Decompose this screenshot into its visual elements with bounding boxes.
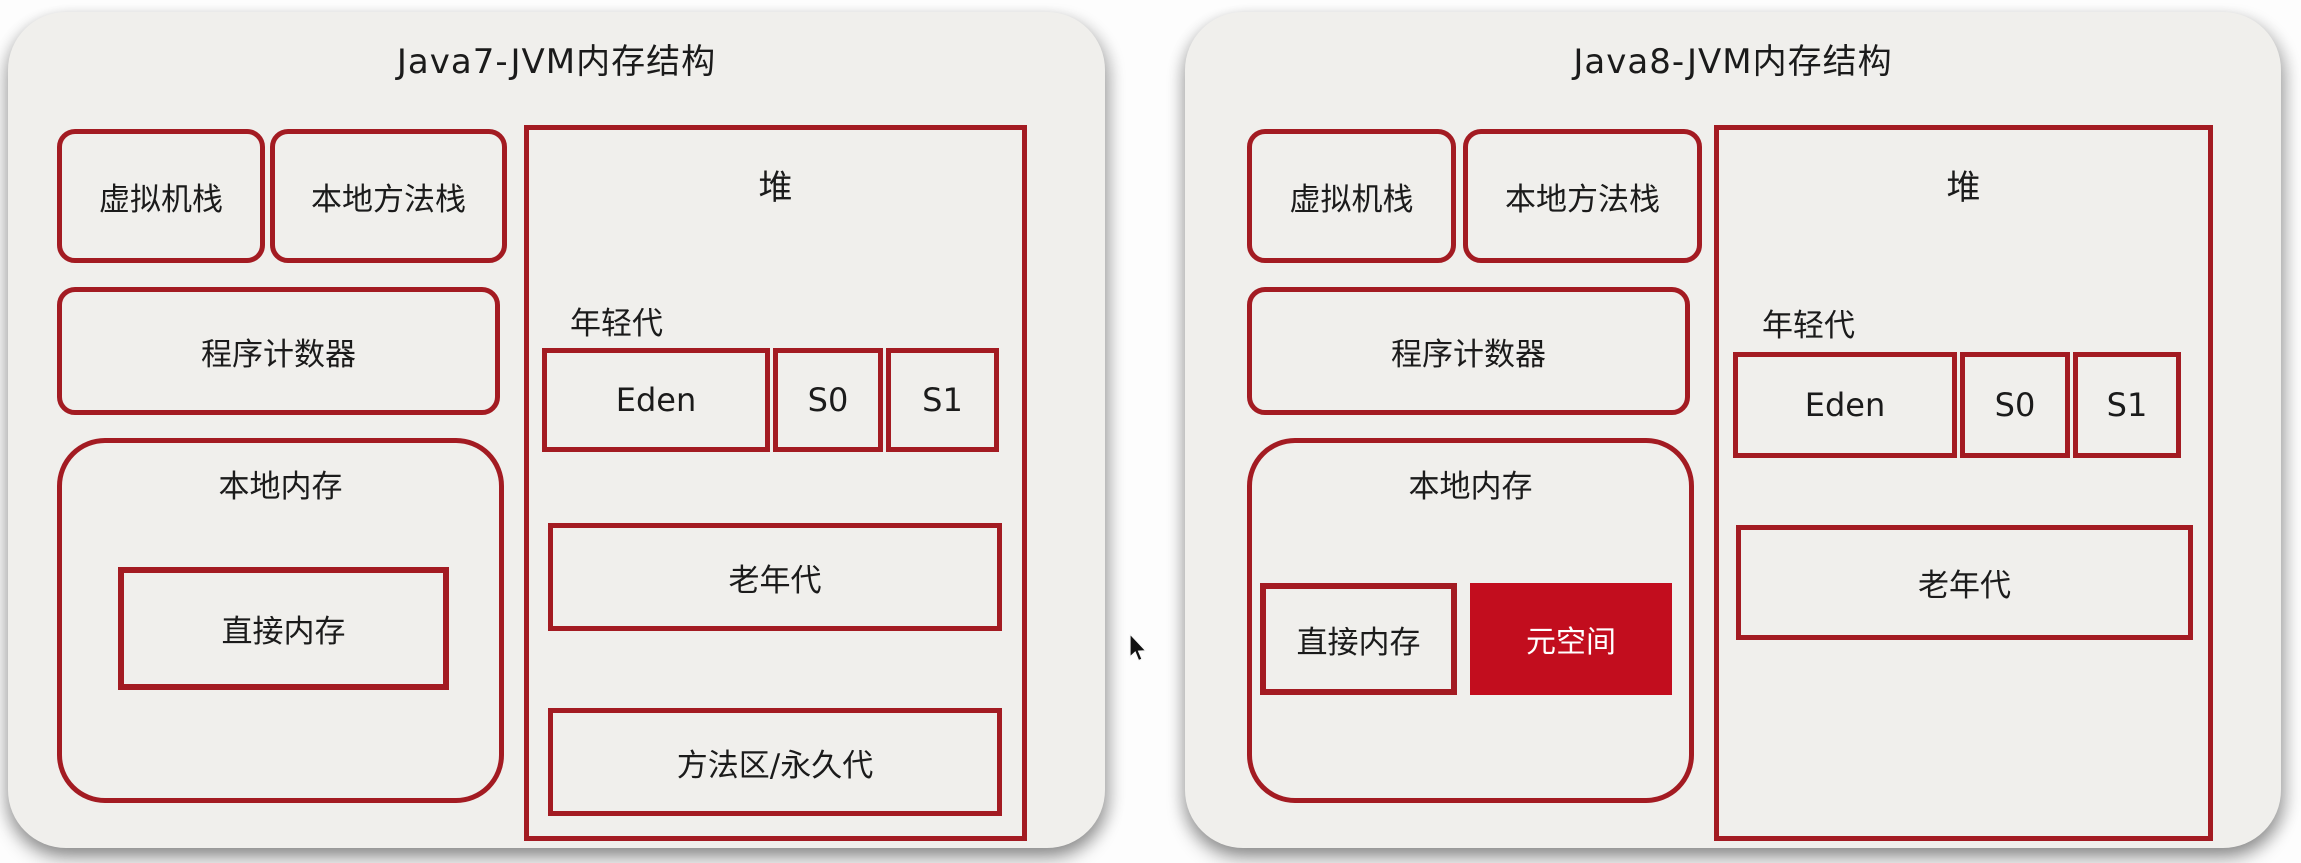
young-gen-row: Eden S0 S1 <box>542 348 999 452</box>
eden-box: Eden <box>1733 352 1957 458</box>
native-memory-box: 本地内存 直接内存 <box>57 438 504 803</box>
native-memory-label: 本地内存 <box>218 469 343 505</box>
native-method-stack-box: 本地方法栈 <box>1463 129 1702 263</box>
s1-box: S1 <box>886 348 999 452</box>
s0-box: S0 <box>773 348 883 452</box>
native-method-stack-box: 本地方法栈 <box>270 129 507 263</box>
panel-title: Java8-JVM内存结构 <box>1573 42 1893 82</box>
vm-stack-box: 虚拟机栈 <box>57 129 265 263</box>
mouse-cursor <box>1129 634 1148 662</box>
s1-box: S1 <box>2073 352 2181 458</box>
young-gen-label: 年轻代 <box>570 306 663 342</box>
old-gen-box: 老年代 <box>1736 525 2193 640</box>
program-counter-box: 程序计数器 <box>1247 287 1690 415</box>
heap-label: 堆 <box>758 168 793 208</box>
heap-box: 堆 年轻代 Eden S0 S1 老年代 方法区/永久代 <box>524 125 1027 841</box>
old-gen-box: 老年代 <box>548 523 1002 631</box>
direct-memory-box: 直接内存 <box>118 567 449 690</box>
program-counter-box: 程序计数器 <box>57 287 500 415</box>
vm-stack-box: 虚拟机栈 <box>1247 129 1456 263</box>
metaspace-box: 元空间 <box>1470 583 1672 695</box>
panel-title: Java7-JVM内存结构 <box>396 42 717 82</box>
perm-gen-box: 方法区/永久代 <box>548 708 1002 816</box>
eden-box: Eden <box>542 348 770 452</box>
direct-memory-box: 直接内存 <box>1260 583 1457 695</box>
native-memory-label: 本地内存 <box>1408 469 1533 505</box>
s0-box: S0 <box>1960 352 2070 458</box>
heap-box: 堆 年轻代 Eden S0 S1 老年代 <box>1714 125 2213 841</box>
heap-label: 堆 <box>1946 168 1981 208</box>
panel-java7: Java7-JVM内存结构 虚拟机栈 本地方法栈 程序计数器 本地内存 直接内存… <box>8 12 1105 848</box>
young-gen-label: 年轻代 <box>1762 308 1855 344</box>
young-gen-row: Eden S0 S1 <box>1733 352 2181 458</box>
native-memory-box: 本地内存 直接内存 元空间 <box>1247 438 1694 803</box>
panel-java8: Java8-JVM内存结构 虚拟机栈 本地方法栈 程序计数器 本地内存 直接内存… <box>1185 12 2281 848</box>
